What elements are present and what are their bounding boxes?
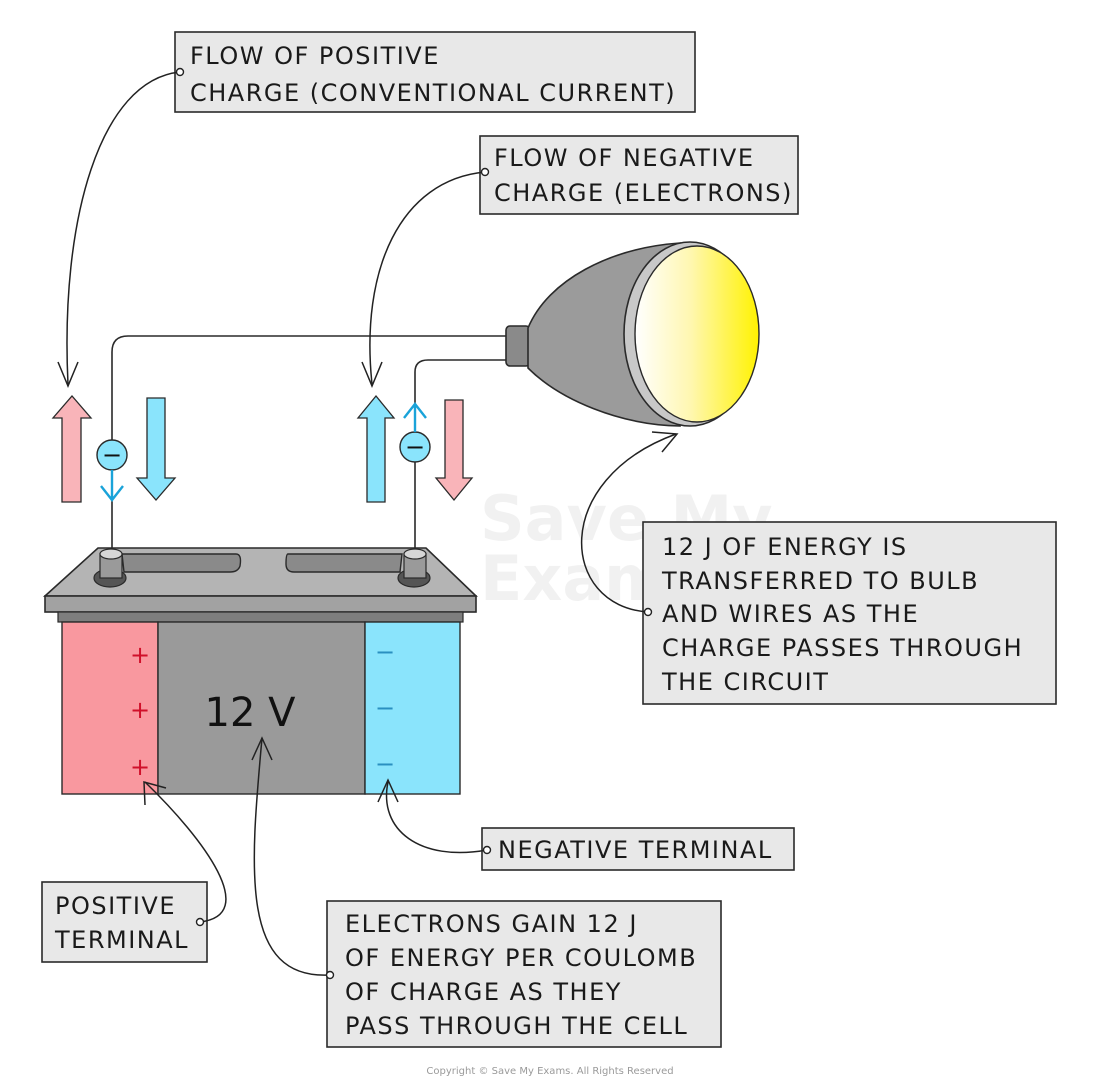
label-line: OF ENERGY PER COULOMB [345, 944, 697, 972]
label-line: OF CHARGE AS THEY [345, 978, 622, 1006]
minus-symbol: − [375, 638, 395, 666]
label-line: NEGATIVE TERMINAL [498, 836, 773, 864]
label-positive-terminal: POSITIVE TERMINAL [41, 881, 208, 963]
battery-lip [57, 611, 464, 623]
bulb-cap [505, 325, 531, 367]
pointer-positive-terminal [143, 781, 227, 927]
minus-symbol: − [375, 694, 395, 722]
label-line: THE CIRCUIT [661, 668, 829, 696]
battery-body [157, 621, 366, 795]
electron-down-arrow-icon [100, 470, 124, 502]
label-electrons-gain: ELECTRONS GAIN 12 J OF ENERGY PER COULOM… [326, 900, 722, 1048]
electron-symbol: − [405, 433, 425, 461]
label-line: POSITIVE [55, 892, 176, 920]
label-line: CHARGE PASSES THROUGH [662, 634, 1023, 662]
label-line: CHARGE (CONVENTIONAL CURRENT) [190, 79, 676, 107]
battery-negative-side [364, 621, 461, 795]
electron-right: − [399, 402, 431, 463]
label-energy-transfer: 12 J OF ENERGY IS TRANSFERRED TO BULB AN… [642, 521, 1057, 705]
label-line: AND WIRES AS THE [662, 600, 919, 628]
pointer-negative-terminal [377, 778, 492, 855]
pointer-negative-flow [361, 167, 490, 388]
battery: + + + − − − 12 V [42, 547, 478, 795]
battery-slot-left [121, 553, 242, 573]
label-line: FLOW OF POSITIVE [190, 42, 440, 70]
electron-left: − [96, 439, 128, 502]
label-negative-terminal: NEGATIVE TERMINAL [481, 827, 795, 871]
bulb-glow [634, 245, 760, 423]
electron-up-arrow-icon [403, 402, 427, 432]
copyright-text: Copyright © Save My Exams. All Rights Re… [426, 1066, 673, 1077]
plus-symbol: + [130, 641, 150, 669]
wire-negative-to-bulb [414, 359, 510, 548]
plus-symbol: + [130, 696, 150, 724]
label-line: 12 J OF ENERGY IS [662, 533, 908, 561]
pointer-electrons-gain [251, 736, 335, 980]
electron-flow-down-arrow-icon [135, 397, 177, 501]
battery-positive-side [61, 621, 159, 795]
bulb [505, 241, 760, 427]
conventional-current-down-arrow-icon [434, 399, 474, 502]
label-line: PASS THROUGH THE CELL [345, 1012, 688, 1040]
pointer-energy-transfer [580, 431, 679, 617]
conventional-current-up-arrow-icon [51, 395, 93, 503]
electron-symbol: − [102, 441, 122, 469]
battery-lid-edge [44, 595, 477, 613]
label-positive-flow: FLOW OF POSITIVE CHARGE (CONVENTIONAL CU… [174, 31, 696, 113]
label-line: CHARGE (ELECTRONS) [494, 179, 793, 207]
label-line: FLOW OF NEGATIVE [494, 144, 754, 172]
positive-terminal-post [93, 548, 127, 588]
label-line: TERMINAL [54, 926, 189, 954]
label-negative-flow: FLOW OF NEGATIVE CHARGE (ELECTRONS) [479, 135, 799, 215]
negative-terminal-post [397, 548, 431, 588]
voltage-label: 12 V [205, 690, 297, 736]
pointer-positive-flow [57, 67, 185, 388]
plus-symbol: + [130, 753, 150, 781]
label-line: ELECTRONS GAIN 12 J [345, 910, 638, 938]
electron-flow-up-arrow-icon [356, 394, 396, 503]
minus-symbol: − [375, 750, 395, 778]
label-line: TRANSFERRED TO BULB [661, 567, 979, 595]
wire-positive-to-bulb [111, 335, 510, 548]
battery-slot-right [285, 553, 403, 573]
